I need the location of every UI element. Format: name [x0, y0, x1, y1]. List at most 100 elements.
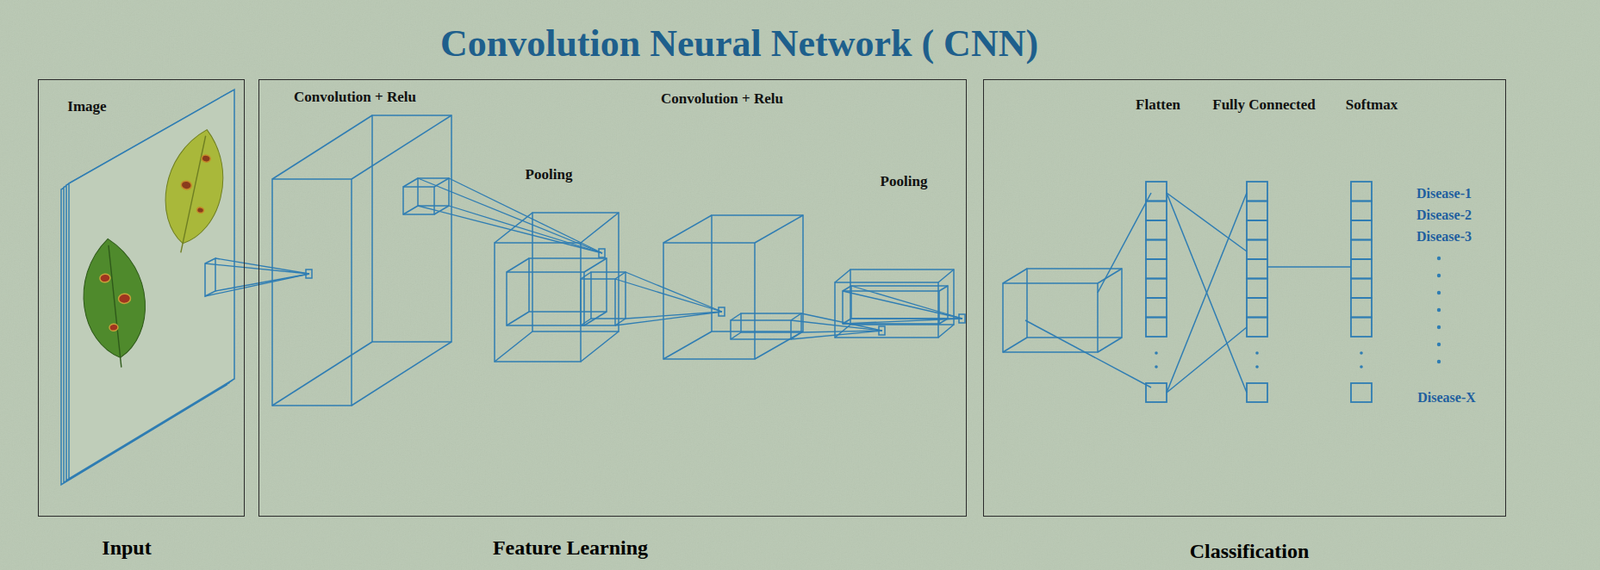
cube-back: [529, 258, 607, 312]
diagram-title: Convolution Neural Network ( CNN): [440, 21, 1039, 66]
projection-line: [215, 258, 310, 274]
neuron-cell: [1145, 220, 1167, 241]
disease-spot: [99, 273, 111, 284]
ellipsis-dot: [1255, 351, 1259, 355]
cube-edge: [272, 342, 373, 406]
cube-front: [1002, 283, 1098, 353]
neuron-cell: [1145, 240, 1167, 261]
kernel-square: [878, 326, 885, 336]
panel-heading: Classification: [1189, 540, 1310, 563]
receptive-field: [842, 286, 965, 324]
cube-edge: [506, 311, 530, 326]
pool-volume: [834, 269, 954, 338]
neuron-cell: [1145, 279, 1167, 299]
ellipsis-dot: [1154, 351, 1158, 355]
cube-edge: [351, 115, 452, 180]
projection-line: [625, 311, 723, 319]
cube-edge: [494, 331, 533, 362]
ellipsis-dot: [1154, 365, 1158, 369]
neuron-column: [1145, 181, 1167, 403]
cube-front: [272, 179, 352, 406]
cube-edge: [580, 318, 592, 326]
neuron-cell: [1350, 259, 1372, 280]
cube-edge: [351, 342, 452, 406]
neuron-cell: [1350, 181, 1372, 202]
cube-edge: [1002, 268, 1028, 284]
projection-line: [842, 291, 963, 319]
class-label: Disease-3: [1416, 229, 1472, 245]
layer-label: Convolution + Relu: [293, 89, 417, 106]
projection-line: [842, 318, 963, 324]
flatten-line: [1097, 192, 1152, 293]
conv-volume: [663, 215, 804, 360]
layer-label: Convolution + Relu: [660, 91, 784, 108]
layer-label: Fully Connected: [1212, 97, 1315, 114]
neuron-cell: [1145, 298, 1167, 318]
cube-back: [711, 215, 804, 332]
input-panel: ImageInput: [37, 79, 245, 517]
cube-front: [403, 186, 435, 215]
feature-learning-panel: Convolution + ReluPoolingConvolution + R…: [258, 79, 967, 517]
ellipsis-dot: [1359, 365, 1364, 369]
cube-edge: [615, 272, 626, 280]
class-label: Disease-1: [1416, 186, 1472, 202]
class-label: Disease-2: [1416, 207, 1472, 224]
classification-panel: Flatten Fully Connected SoftmaxDisease-1Di…: [983, 79, 1507, 517]
projection-line: [448, 178, 603, 254]
cube-edge: [834, 269, 851, 283]
cube-front: [663, 242, 755, 360]
neuron-cell: [1350, 240, 1372, 261]
layer-label: Softmax: [1345, 97, 1398, 114]
cube-edge: [842, 286, 852, 292]
dense-line: [1166, 327, 1247, 393]
cube-front: [580, 279, 616, 326]
cube-edge: [403, 178, 418, 187]
cube-back: [417, 178, 449, 206]
disease-spot: [200, 154, 211, 163]
neuron-cell: [1246, 181, 1268, 202]
neuron-cell: [1246, 298, 1268, 318]
cube-edge: [938, 324, 954, 338]
cube-back: [740, 313, 802, 333]
ellipsis-dot: [1437, 308, 1441, 312]
neuron-cell: [1246, 201, 1268, 222]
ellipsis-dot: [1437, 325, 1441, 330]
neuron-cell: [1246, 317, 1268, 338]
image-plane: [68, 89, 235, 480]
neuron-cell: [1145, 181, 1167, 202]
conv-volume: [272, 115, 452, 406]
leaf-picture: [77, 236, 152, 372]
ellipsis-dot: [1437, 360, 1441, 364]
neuron-cell: [1145, 317, 1167, 338]
cube-edge: [1002, 337, 1028, 353]
cube-edge: [663, 331, 712, 360]
kernel-square: [598, 249, 605, 258]
cube-edge: [730, 313, 741, 321]
projection-line: [851, 286, 963, 319]
neuron-cell: [1350, 298, 1372, 318]
cube-edge: [938, 269, 954, 283]
kernel-square: [718, 307, 725, 317]
cube-edge: [272, 115, 373, 180]
cube-edge: [506, 258, 530, 273]
neuron-cell: [1246, 220, 1268, 241]
disease-spot: [196, 206, 205, 214]
disease-spot: [109, 323, 119, 332]
leaf-vein: [180, 136, 206, 254]
panel-heading: Input: [101, 536, 151, 560]
leaf-vein: [108, 245, 122, 368]
kernel-square: [305, 269, 312, 279]
projection-line: [625, 272, 723, 312]
receptive-field: [615, 272, 725, 326]
ellipsis-dot: [1437, 256, 1441, 261]
projection-line: [790, 320, 883, 331]
image-label: Image: [67, 99, 106, 116]
layer-label: Flatten: [1135, 97, 1181, 114]
kernel-square: [958, 314, 965, 324]
cube-edge: [939, 286, 948, 292]
cube-edge: [754, 215, 804, 243]
cube-edge: [580, 212, 619, 243]
disease-spot: [180, 180, 193, 191]
